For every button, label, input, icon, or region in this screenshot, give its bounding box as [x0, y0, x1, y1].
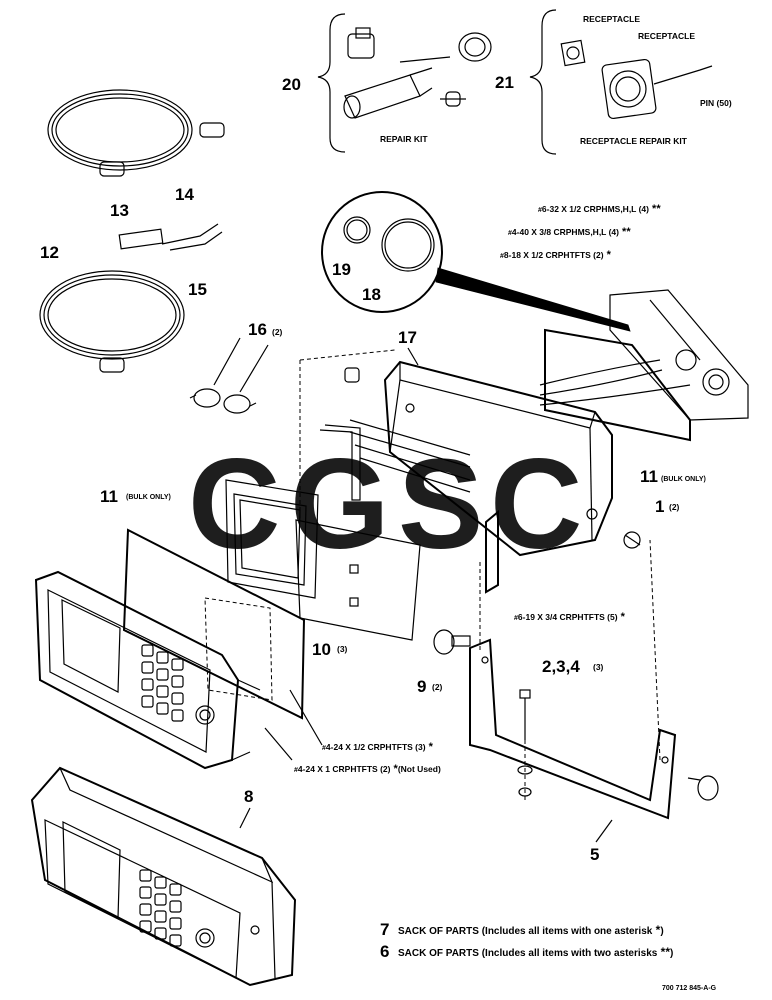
- standoff: [344, 367, 360, 383]
- keypad-unit: [139, 869, 182, 947]
- knob-right: [687, 775, 719, 801]
- drawing-number: 700 712 845-A-G: [662, 985, 717, 992]
- rear-connector-plate: [539, 289, 749, 442]
- callout-2-3-4-qty: (3): [593, 662, 604, 672]
- watermark-letter: C: [490, 433, 582, 576]
- sack-of-parts-7: SACK OF PARTS (Includes all items with o…: [398, 923, 664, 937]
- callout-1: 1: [655, 497, 664, 516]
- repair-kit-group: [317, 13, 492, 153]
- callout-5: 5: [590, 845, 599, 864]
- callout-11-left: 11: [100, 487, 118, 506]
- knob-9: [433, 629, 471, 655]
- receptacle-label-b: RECEPTACLE: [638, 31, 695, 41]
- callout-12: 12: [40, 243, 59, 262]
- callout-17: 17: [398, 328, 417, 347]
- callout-2-3-4: 2,3,4: [542, 657, 580, 676]
- screw-4-40-label: #4-40 X 3/8 CRPHMS,H,L (4) **: [508, 226, 631, 238]
- receptacle-repair-kit-group: [529, 9, 713, 155]
- watermark-letter: C: [188, 433, 280, 576]
- bulk-only-right: (BULK ONLY): [661, 476, 706, 483]
- screw-washer-stack: [517, 689, 533, 800]
- receptacle-label-a: RECEPTACLE: [583, 14, 640, 24]
- leader-5: [595, 819, 613, 843]
- screw-leaders: [264, 689, 323, 761]
- callout-14: 14: [175, 185, 194, 204]
- cable-12: [39, 270, 185, 373]
- cable-14: [47, 89, 225, 177]
- watermark-letter: S: [398, 433, 483, 576]
- callout-13: 13: [110, 201, 129, 220]
- callout-1-qty: (2): [669, 502, 680, 512]
- spacer-1: [623, 531, 641, 549]
- callout-15: 15: [188, 280, 207, 299]
- pin-label: PIN (50): [700, 98, 732, 108]
- leader-17: [407, 347, 419, 366]
- tag-13-and-wire-15: [118, 223, 223, 251]
- callout-9-qty: (2): [432, 682, 443, 692]
- screw-6-19-label: #6-19 X 3/4 CRPHTFTS (5) *: [514, 611, 626, 623]
- callout-16: 16: [248, 320, 267, 339]
- front-panel-assembly: [34, 570, 261, 770]
- callout-21: 21: [495, 73, 514, 92]
- receptacle-repair-kit-label: RECEPTACLE REPAIR KIT: [580, 136, 688, 146]
- detail-circle-gaskets: [321, 191, 631, 332]
- internal-bracket: [319, 424, 361, 501]
- callout-8: 8: [244, 787, 253, 806]
- housing-17: [349, 360, 613, 557]
- repair-kit-label: REPAIR KIT: [380, 134, 428, 144]
- callout-10-qty: (3): [337, 644, 348, 654]
- screw-8-18-label: #8-18 X 1/2 CRPHTFTS (2) *: [500, 249, 612, 261]
- clips-16: [189, 337, 269, 414]
- gasket-11-left: [122, 528, 306, 720]
- callout-18: 18: [362, 285, 381, 304]
- callout-20: 20: [282, 75, 301, 94]
- screw-4-24-half-label: #4-24 X 1/2 CRPHTFTS (3) *: [322, 741, 434, 753]
- callout-9: 9: [417, 677, 426, 696]
- bulk-only-left: (BULK ONLY): [126, 494, 171, 501]
- keypad-front: [141, 644, 184, 722]
- screw-4-24-one-label: #4-24 X 1 CRPHTFTS (2) *(Not Used): [294, 763, 441, 775]
- mount-bracket-5: [469, 539, 677, 820]
- side-bracket: [485, 509, 499, 594]
- leader-8: [239, 807, 251, 829]
- callout-10: 10: [312, 640, 331, 659]
- callout-16-qty: (2): [272, 327, 283, 337]
- callout-6: 6: [380, 942, 389, 961]
- assembled-unit-8: [30, 766, 297, 987]
- callout-19: 19: [332, 260, 351, 279]
- circuit-plate: [204, 349, 421, 701]
- screw-6-32-label: #6-32 X 1/2 CRPHMS,H,L (4) **: [538, 203, 661, 215]
- sack-of-parts-6: SACK OF PARTS (Includes all items with t…: [398, 945, 673, 959]
- watermark: C G S C: [188, 433, 582, 576]
- callout-11-right: 11: [640, 467, 658, 486]
- callout-7: 7: [380, 920, 389, 939]
- watermark-letter: G: [290, 433, 390, 576]
